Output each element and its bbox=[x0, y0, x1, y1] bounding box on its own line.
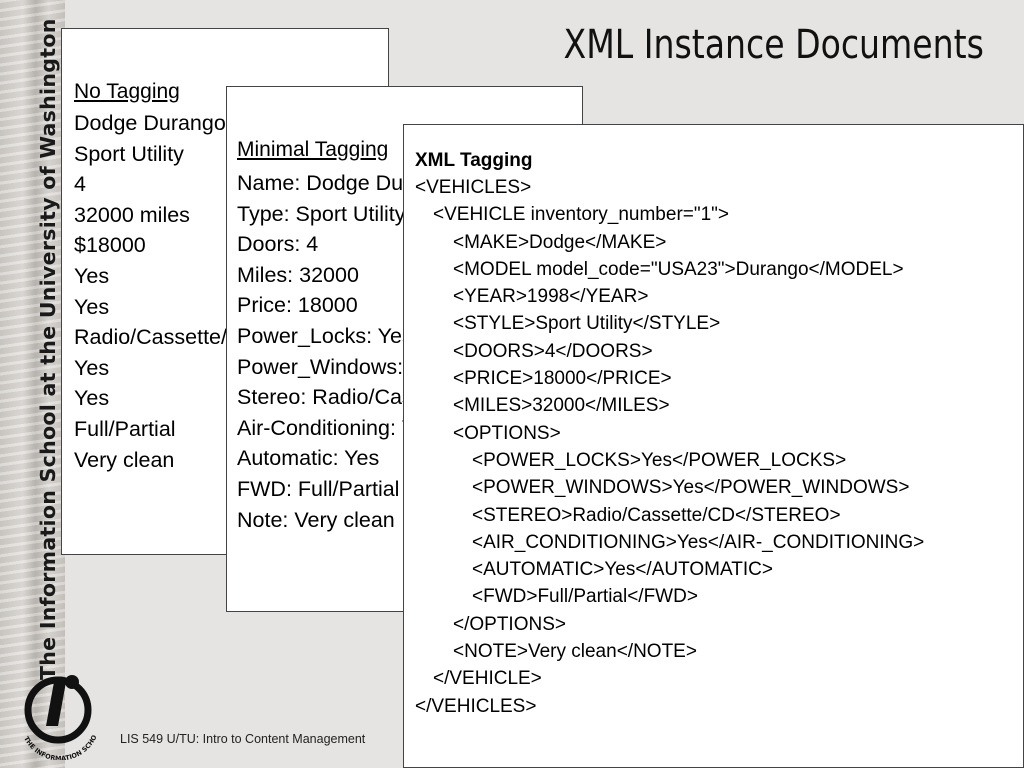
minimal-tagging-line: FWD: Full/Partial bbox=[237, 476, 400, 501]
footer-text: LIS 549 U/TU: Intro to Content Managemen… bbox=[120, 732, 366, 746]
minimal-tagging-line: Doors: 4 bbox=[237, 232, 319, 257]
xml-line: <STYLE>Sport Utility</STYLE> bbox=[453, 313, 721, 335]
minimal-tagging-line: Type: Sport Utility bbox=[237, 201, 406, 226]
xml-tagging-lines: <VEHICLES> <VEHICLE inventory_number="1">… bbox=[415, 174, 1023, 720]
minimal-tagging-line: Note: Very clean bbox=[237, 507, 395, 532]
no-tagging-title: No Tagging bbox=[74, 80, 180, 103]
xml-line: <FWD>Full/Partial</FWD> bbox=[472, 586, 698, 608]
no-tagging-line: Dodge Durango bbox=[74, 111, 226, 135]
minimal-tagging-line: Price: 18000 bbox=[237, 293, 358, 318]
minimal-tagging-line: Power_Locks: Yes bbox=[237, 323, 413, 348]
xml-tagging-title: XML Tagging bbox=[415, 150, 533, 171]
xml-line: <OPTIONS> bbox=[453, 422, 561, 444]
xml-line: <POWER_LOCKS>Yes</POWER_LOCKS> bbox=[472, 449, 847, 471]
no-tagging-line: 4 bbox=[74, 172, 86, 197]
ischool-logo-icon: THE INFORMATION SCHOOL bbox=[14, 668, 99, 760]
no-tagging-line: Yes bbox=[74, 263, 110, 288]
xml-line: <MILES>32000</MILES> bbox=[453, 395, 670, 417]
no-tagging-line: Yes bbox=[74, 294, 110, 319]
xml-line: <VEHICLE inventory_number="1"> bbox=[433, 204, 730, 226]
xml-line: </VEHICLE> bbox=[433, 668, 542, 690]
xml-line: </VEHICLES> bbox=[415, 695, 537, 717]
no-tagging-line: $18000 bbox=[74, 233, 146, 258]
xml-line: <MAKE>Dodge</MAKE> bbox=[453, 231, 667, 253]
school-name-vertical: The Information School at the University… bbox=[36, 18, 60, 680]
xml-line: <NOTE>Very clean</NOTE> bbox=[453, 641, 697, 663]
minimal-tagging-line: Miles: 32000 bbox=[237, 262, 359, 287]
minimal-tagging-title: Minimal Tagging bbox=[237, 138, 389, 161]
xml-line: <AUTOMATIC>Yes</AUTOMATIC> bbox=[472, 559, 773, 581]
xml-tagging-card: XML Tagging <VEHICLES> <VEHICLE inventory… bbox=[403, 124, 1024, 768]
no-tagging-line: Full/Partial bbox=[74, 416, 176, 441]
xml-line: <VEHICLES> bbox=[415, 177, 532, 198]
minimal-tagging-line: Automatic: Yes bbox=[237, 446, 380, 471]
no-tagging-line: 32000 miles bbox=[74, 202, 190, 227]
xml-line: <MODEL model_code="USA23">Durango</MODEL… bbox=[453, 258, 904, 280]
xml-line: <PRICE>18000</PRICE> bbox=[453, 368, 672, 390]
no-tagging-line: Yes bbox=[74, 386, 110, 411]
xml-line: <POWER_WINDOWS>Yes</POWER_WINDOWS> bbox=[472, 477, 910, 499]
xml-line: <DOORS>4</DOORS> bbox=[453, 340, 653, 362]
no-tagging-line: Very clean bbox=[74, 447, 175, 472]
xml-line: <AIR_CONDITIONING>Yes</AIR-_CONDITIONING… bbox=[472, 531, 925, 553]
no-tagging-line: Yes bbox=[74, 355, 110, 380]
slide-title: XML Instance Documents bbox=[563, 22, 984, 68]
sidebar-decoration bbox=[0, 0, 65, 768]
xml-line: </OPTIONS> bbox=[453, 613, 566, 635]
xml-line: <STEREO>Radio/Cassette/CD</STEREO> bbox=[472, 504, 841, 526]
xml-line: <YEAR>1998</YEAR> bbox=[453, 286, 649, 308]
no-tagging-line: Sport Utility bbox=[74, 141, 184, 166]
